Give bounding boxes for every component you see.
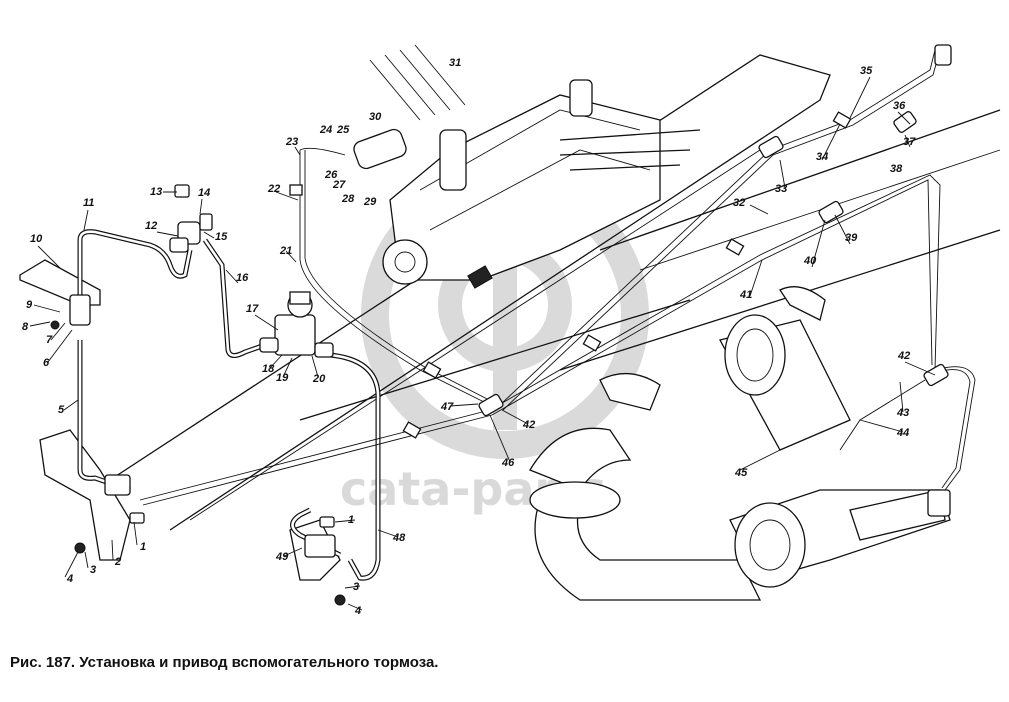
- part-label: 10: [30, 233, 43, 245]
- part-label: 35: [860, 65, 873, 77]
- part-label: 26: [324, 169, 338, 181]
- air-lines: [77, 49, 976, 581]
- part-label: 7: [46, 334, 53, 346]
- part-label: 24: [319, 124, 332, 136]
- part-label: 46: [501, 457, 515, 469]
- part-label: 16: [236, 272, 249, 284]
- part-label: 25: [336, 124, 350, 136]
- line-clamps: [289, 111, 852, 439]
- part-label: 48: [392, 532, 406, 544]
- fuel-pump-assembly: [353, 44, 701, 289]
- part-label: 41: [739, 289, 752, 301]
- part-label: 9: [26, 299, 33, 311]
- part-label: 1: [140, 541, 146, 553]
- part-label: 11: [83, 197, 94, 209]
- part-label: 5: [58, 404, 65, 416]
- part-label: 3: [90, 564, 96, 576]
- part-label: 47: [440, 401, 454, 413]
- part-label: 13: [150, 186, 162, 198]
- part-label: 33: [775, 183, 787, 195]
- part-label: 17: [246, 303, 259, 315]
- part-label: 38: [890, 163, 903, 175]
- part-label: 36: [893, 100, 906, 112]
- brake-valve-assembly: [50, 44, 952, 606]
- part-label: 42: [897, 350, 910, 362]
- part-label: 14: [198, 187, 210, 199]
- part-label: 29: [363, 196, 377, 208]
- part-label: 34: [816, 151, 828, 163]
- part-label: 32: [733, 197, 745, 209]
- part-label: 28: [341, 193, 355, 205]
- part-label: 3: [353, 581, 359, 593]
- part-label: 49: [275, 551, 289, 563]
- part-label: 6: [43, 357, 50, 369]
- part-label: 20: [312, 373, 326, 385]
- part-label: 12: [145, 220, 157, 232]
- figure-caption: Рис. 187. Установка и привод вспомогател…: [10, 654, 439, 671]
- part-label: 4: [66, 573, 73, 585]
- part-label: 42: [522, 419, 535, 431]
- part-label: 19: [276, 372, 289, 384]
- part-label: 4: [354, 605, 361, 617]
- part-label: 8: [22, 321, 29, 333]
- part-label: 23: [285, 136, 298, 148]
- part-label: 43: [896, 407, 909, 419]
- part-label: 27: [332, 179, 346, 191]
- part-label: 40: [803, 255, 817, 267]
- leader-lines: [29, 76, 936, 611]
- part-label: 31: [449, 57, 461, 69]
- part-label: 15: [215, 231, 228, 243]
- part-label: 44: [896, 427, 909, 439]
- part-label: 45: [734, 467, 748, 479]
- part-label: 30: [369, 111, 382, 123]
- exhaust-system: [529, 286, 951, 601]
- part-label: 2: [114, 556, 121, 568]
